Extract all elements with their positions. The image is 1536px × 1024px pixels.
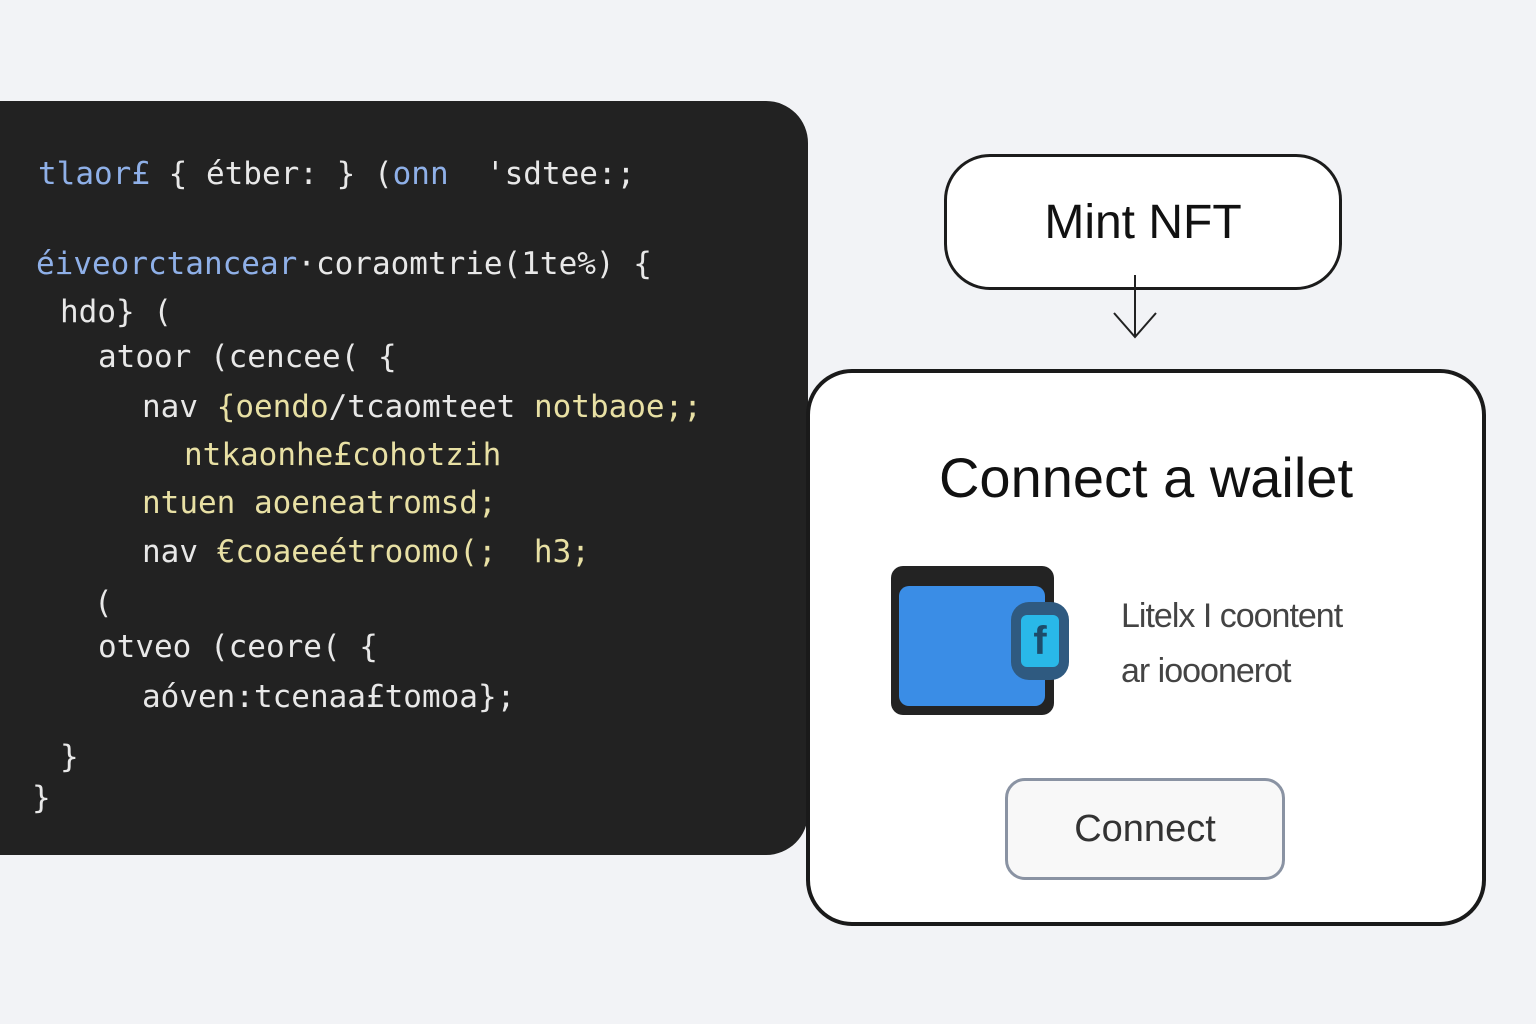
dialog-title: Connect a wailet: [938, 446, 1353, 509]
code-token: €coaeeétroomo(; h3;: [216, 534, 590, 570]
code-line: }: [60, 737, 79, 777]
code-line: nav €coaeeétroomo(; h3;: [142, 532, 590, 572]
wallet-description-line2: ar iooonerot: [1121, 652, 1291, 690]
code-line: tlaor£ { étber: } (onn 'sdtee:;: [38, 154, 635, 194]
code-editor-panel: tlaor£ { étber: } (onn 'sdtee:; éiveorct…: [0, 101, 808, 855]
code-line: atoor (cencee( {: [98, 337, 397, 377]
code-token: }: [60, 739, 79, 775]
code-token: 'sdtee:;: [448, 156, 636, 192]
connect-button[interactable]: Connect: [1005, 778, 1285, 880]
code-token: /tcaomteet: [328, 389, 534, 425]
code-token: otveo (ceore( {: [98, 629, 378, 665]
code-line: }: [32, 778, 51, 818]
code-token: tlaor£: [38, 156, 150, 192]
code-line: ntkaonhe£cohotzih: [184, 435, 501, 475]
code-token: { étber: } (: [149, 156, 393, 192]
code-token: hdo} (: [60, 294, 172, 330]
code-line: éiveorctancear·coraomtrie(1te%) {: [36, 244, 652, 284]
code-token: notbaoe;;: [533, 389, 702, 425]
code-token: nav: [142, 389, 217, 425]
code-token: }: [32, 780, 51, 816]
code-token: éiveorctancear: [36, 246, 298, 282]
mint-nft-label: Mint NFT: [1044, 195, 1242, 249]
code-token: aóven:tcenaa£tomoa};: [142, 679, 516, 715]
code-token: nav: [142, 534, 217, 570]
code-token: ntuen aoeneatromsd;: [142, 485, 497, 521]
connect-wallet-dialog: Connect a wailet f Litelx I coontent ar …: [806, 369, 1486, 926]
code-token: atoor (cencee( {: [98, 339, 397, 375]
arrow-down-icon: [1113, 275, 1157, 339]
code-line: hdo} (: [60, 292, 172, 332]
code-token: ntkaonhe£cohotzih: [184, 437, 502, 473]
connect-label: Connect: [1074, 807, 1216, 850]
code-token: {oendo: [216, 389, 329, 425]
wallet-icon: f: [891, 566, 1069, 715]
code-token: onn: [392, 156, 449, 192]
code-line: (: [94, 583, 113, 623]
code-line: otveo (ceore( {: [98, 627, 378, 667]
wallet-description-line1: Litelx I coontent: [1121, 597, 1343, 635]
code-token: (: [94, 585, 113, 621]
code-line: ntuen aoeneatromsd;: [142, 483, 497, 523]
code-line: nav {oendo/tcaomteet notbaoe;;: [142, 387, 702, 427]
code-token: ·coraomtrie(1te%) {: [297, 246, 652, 282]
mint-nft-button[interactable]: Mint NFT: [944, 154, 1342, 290]
code-line: aóven:tcenaa£tomoa};: [142, 677, 515, 717]
